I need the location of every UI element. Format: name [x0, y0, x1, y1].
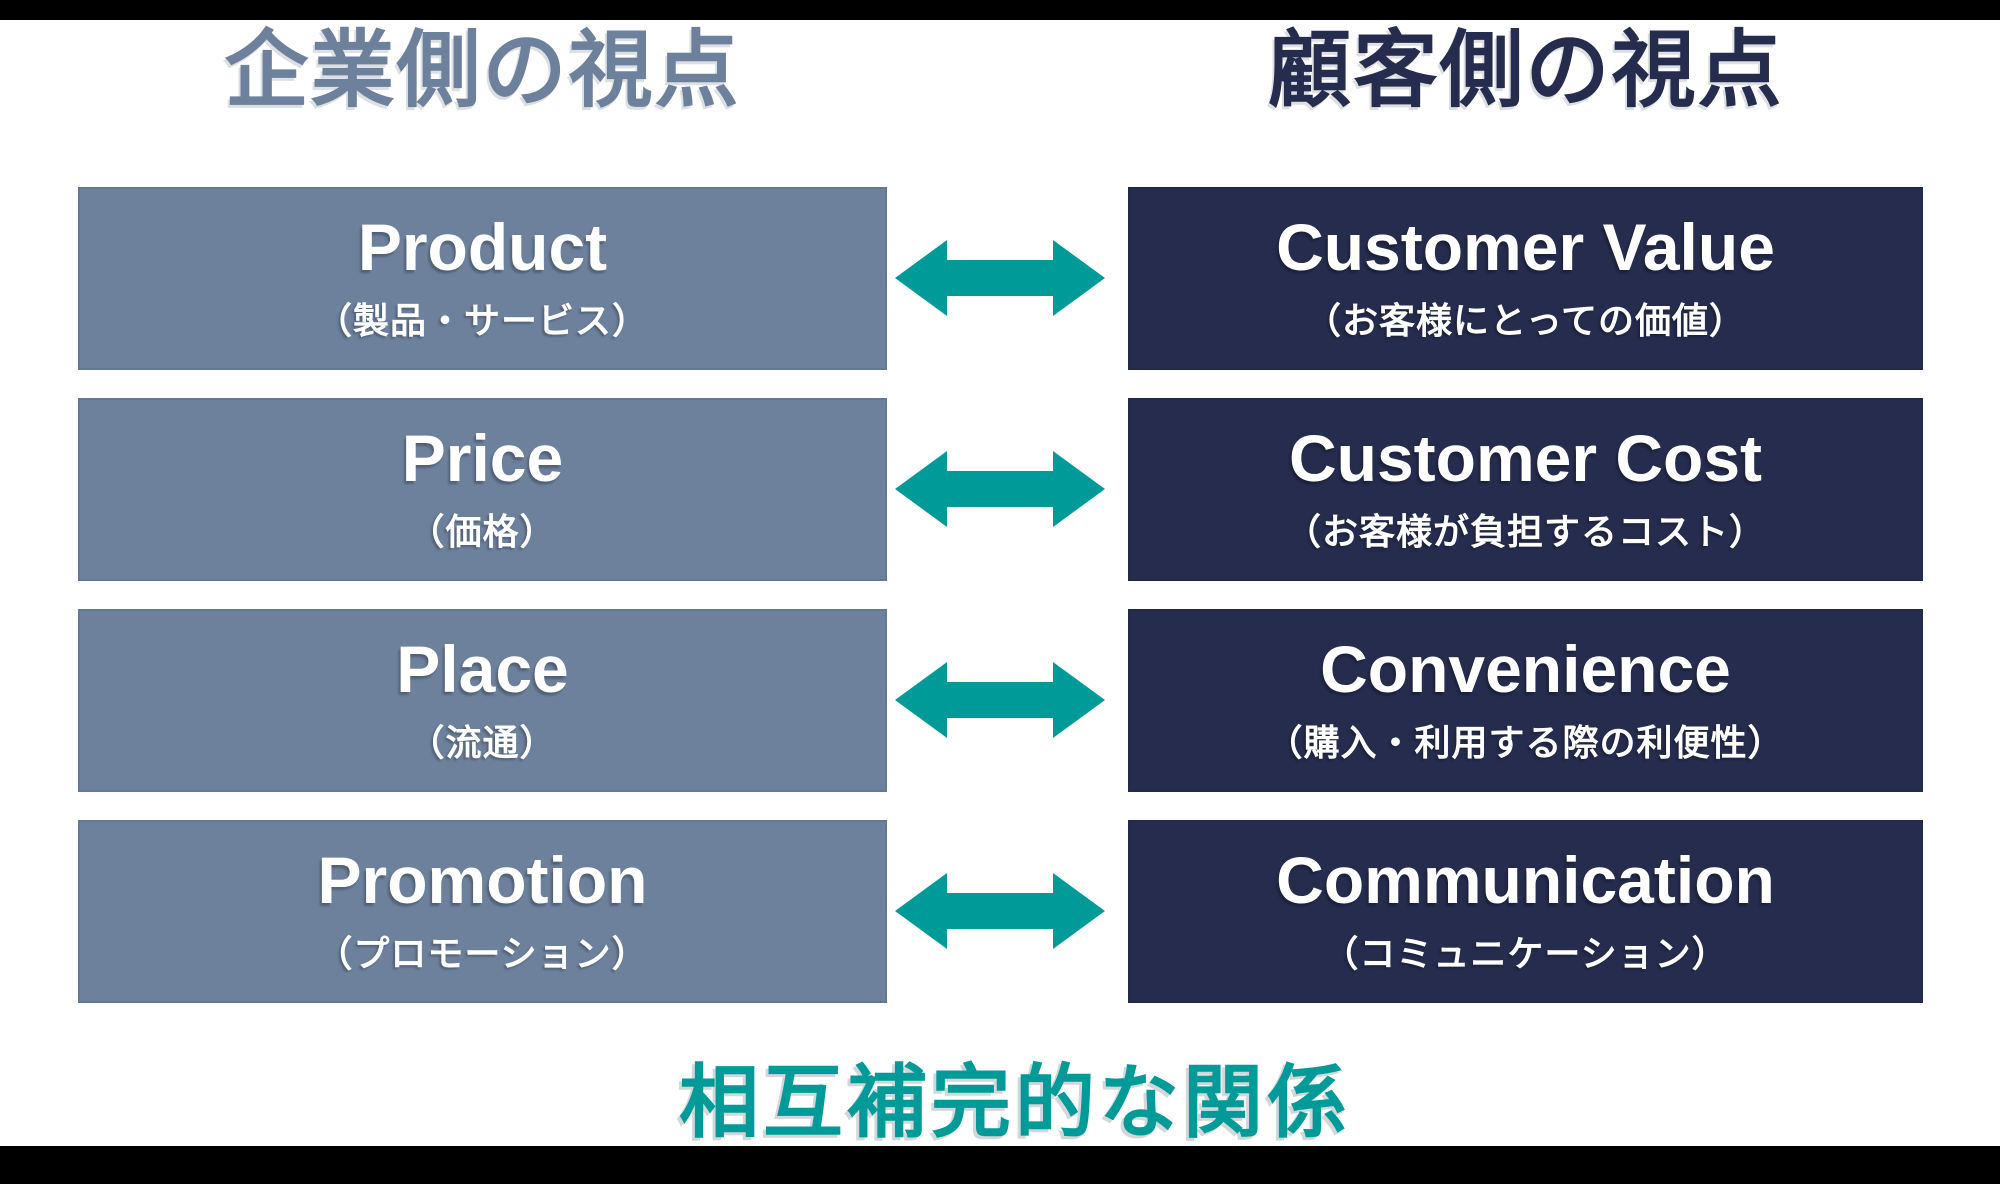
- box-title-en: Price: [401, 420, 564, 495]
- customer-box-communication: Communication （コミュニケーション）: [1128, 820, 1923, 1003]
- mutual-complement-caption: 相互補完的な関係: [679, 1058, 1351, 1147]
- box-title-en: Convenience: [1320, 631, 1731, 706]
- box-title-en: Customer Value: [1276, 209, 1775, 284]
- box-title-en: Customer Cost: [1288, 420, 1763, 495]
- box-subtitle-ja: （流通）: [408, 722, 557, 764]
- company-box-promotion: Promotion （プロモーション）: [78, 820, 887, 1003]
- customer-perspective-heading: 顧客側の視点: [1267, 23, 1784, 117]
- box-title-en: Promotion: [317, 842, 648, 917]
- box-subtitle-ja: （お客様にとっての価値）: [1304, 300, 1747, 342]
- bidirectional-arrow-icon: [895, 660, 1105, 740]
- customer-box-customer-value: Customer Value （お客様にとっての価値）: [1128, 187, 1923, 370]
- box-subtitle-ja: （お客様が負担するコスト）: [1284, 511, 1766, 553]
- company-box-place: Place （流通）: [78, 609, 887, 792]
- box-title-en: Product: [357, 209, 608, 284]
- customer-box-customer-cost: Customer Cost （お客様が負担するコスト）: [1128, 398, 1923, 581]
- letterbox-bottom-bar: [0, 1146, 2000, 1184]
- company-perspective-heading: 企業側の視点: [224, 23, 741, 117]
- box-title-en: Place: [396, 631, 569, 706]
- box-subtitle-ja: （プロモーション）: [316, 933, 649, 975]
- company-box-price: Price （価格）: [78, 398, 887, 581]
- bidirectional-arrow-icon: [895, 449, 1105, 529]
- box-subtitle-ja: （コミュニケーション）: [1322, 933, 1729, 975]
- box-subtitle-ja: （購入・利用する際の利便性）: [1266, 722, 1785, 764]
- company-box-product: Product （製品・サービス）: [78, 187, 887, 370]
- box-subtitle-ja: （価格）: [408, 511, 557, 553]
- bidirectional-arrow-icon: [895, 238, 1105, 318]
- customer-box-convenience: Convenience （購入・利用する際の利便性）: [1128, 609, 1923, 792]
- bidirectional-arrow-icon: [895, 871, 1105, 951]
- letterbox-top-bar: [0, 0, 2000, 20]
- box-title-en: Communication: [1276, 842, 1775, 917]
- box-subtitle-ja: （製品・サービス）: [315, 300, 649, 342]
